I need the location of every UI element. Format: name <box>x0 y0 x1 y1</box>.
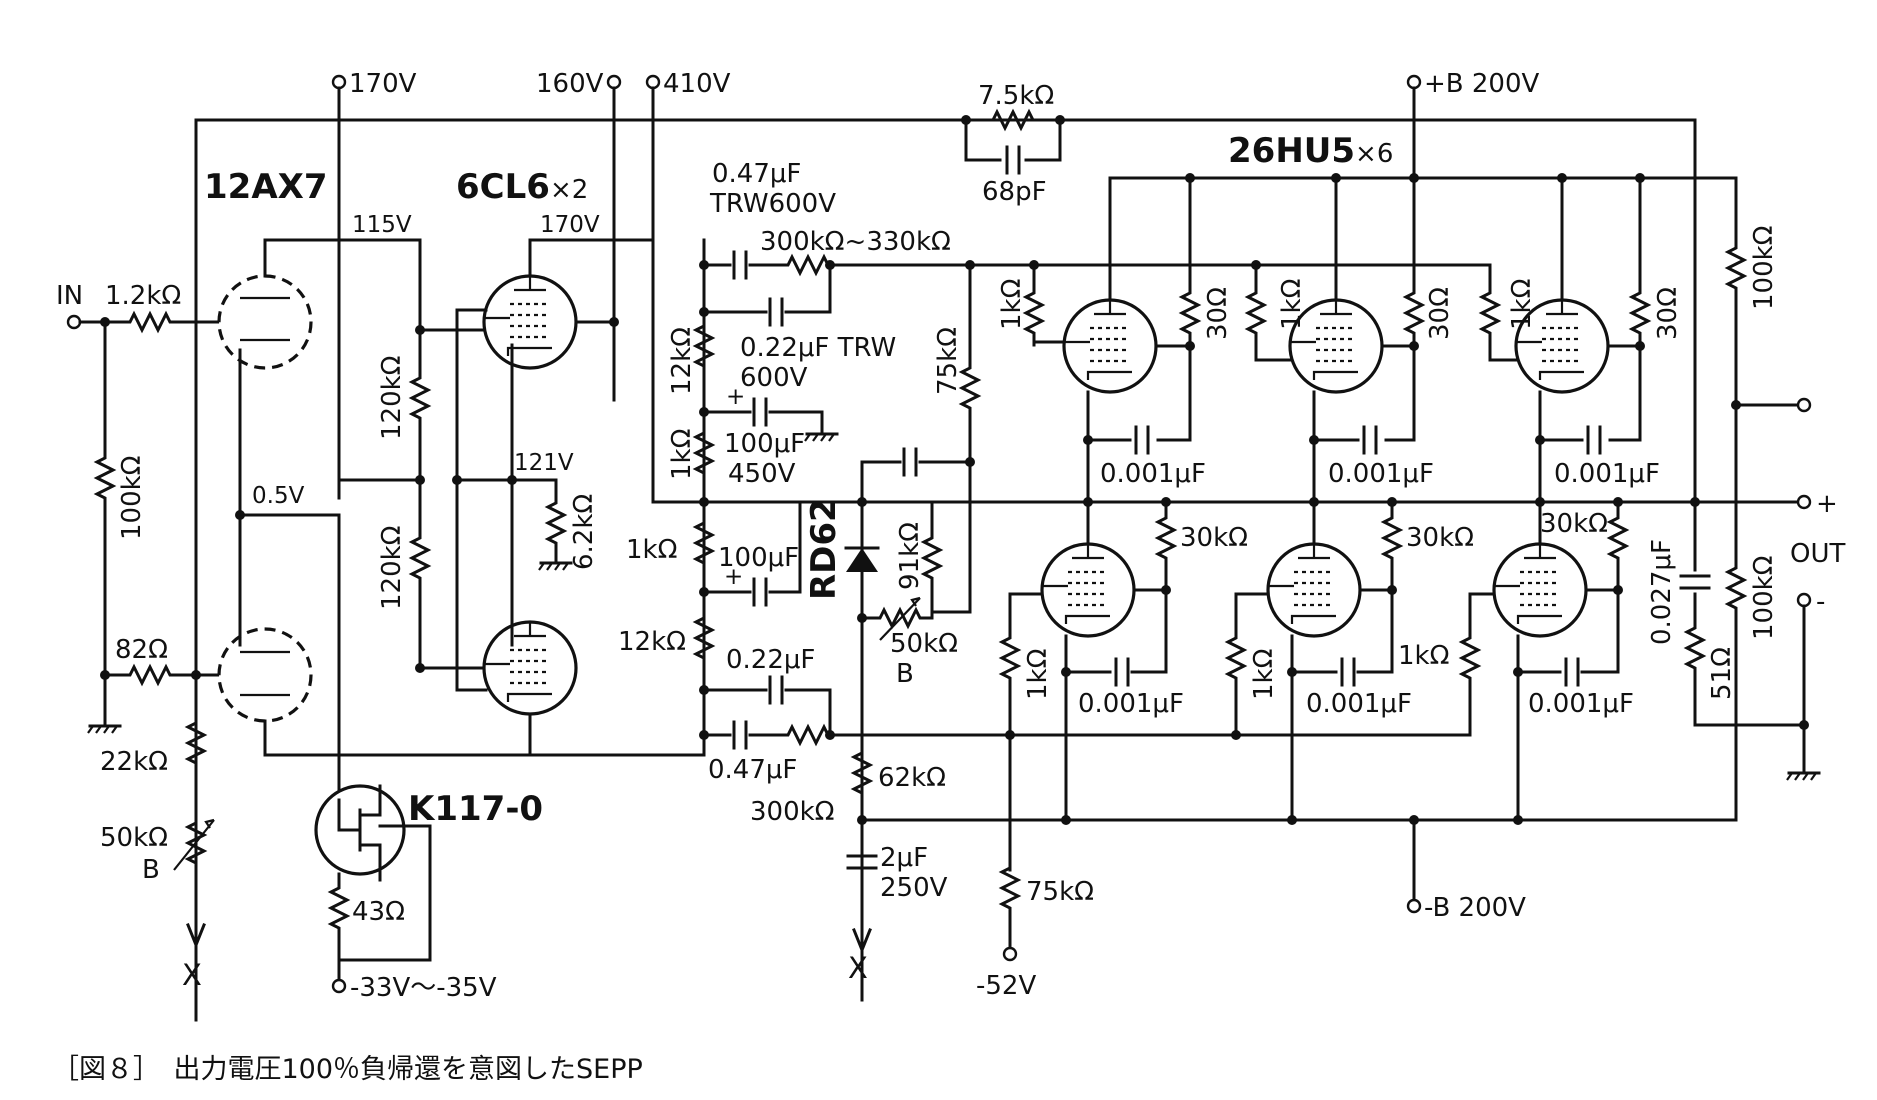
r-1k-a-label: 1kΩ <box>667 429 697 480</box>
r-300-330k-label: 300kΩ~330kΩ <box>760 227 951 257</box>
r-30-2-label: 30Ω <box>1425 287 1455 340</box>
r-1k2-label: 1.2kΩ <box>105 281 181 311</box>
in-label: IN <box>56 281 83 311</box>
v-250-label: 250V <box>880 873 948 903</box>
r-300k-label: 300kΩ <box>750 797 835 827</box>
v-115-label: 115V <box>352 212 412 238</box>
neg52-label: -52V <box>976 971 1036 1001</box>
out-label: OUT <box>1790 539 1845 569</box>
supply-410v-label: 410V <box>663 69 731 99</box>
v-450-label: 450V <box>728 459 796 489</box>
tube-12ax7-label: 12AX7 <box>204 167 328 207</box>
c-001-u2-label: 0.001μF <box>1328 459 1434 489</box>
zener-bias: RD62 75kΩ 91kΩ 50kΩ B 62kΩ 2μF 250V X <box>804 260 980 1002</box>
trw600-1-label: TRW600V <box>709 189 836 219</box>
r-51-label: 51Ω <box>1707 647 1737 700</box>
fet-label: K117-0 <box>408 789 543 829</box>
supply-b-minus-label: -B 200V <box>1424 893 1526 923</box>
r-43-label: 43Ω <box>352 897 405 927</box>
supply-170v-label: 170V <box>349 69 417 99</box>
b-2-label: B <box>896 659 914 689</box>
r-6k2-label: 6.2kΩ <box>569 494 599 570</box>
r-30-3-label: 30Ω <box>1653 287 1683 340</box>
r-100k-in-label: 100kΩ <box>117 455 147 540</box>
r-82-label: 82Ω <box>115 635 168 665</box>
r-62k-label: 62kΩ <box>878 763 946 793</box>
r-1k-b-label: 1kΩ <box>626 535 677 565</box>
c-68p-label: 68pF <box>982 177 1047 207</box>
tube-6cl6: 6CL6×2 170V 121V 6.2kΩ <box>452 167 706 757</box>
r-1k-g1-label: 1kΩ <box>997 279 1027 330</box>
r-12k-2-label: 12kΩ <box>618 627 686 657</box>
x-1-label: X <box>182 958 202 992</box>
tube-26hu5-label: 26HU5×6 <box>1228 131 1393 171</box>
c-047-1-label: 0.47μF <box>712 159 801 189</box>
r-1k-l1-label: 1kΩ <box>1023 649 1053 700</box>
svg-text:+: + <box>724 564 743 590</box>
r-1k-g2-label: 1kΩ <box>1277 279 1307 330</box>
figure-caption: ［図８］ 出力電圧100％負帰還を意図したSEPP <box>52 1054 643 1085</box>
output-stage: 26HU5×6 1kΩ 30Ω 1kΩ 30Ω 1kΩ 30Ω 0.001μF … <box>860 131 1845 1001</box>
r-75k-2-label: 75kΩ <box>1026 877 1094 907</box>
b-1-label: B <box>142 855 160 885</box>
r-100k-top-label: 100kΩ <box>1749 225 1779 310</box>
c-001-l3-label: 0.001μF <box>1528 689 1634 719</box>
r-1k-g3-label: 1kΩ <box>1507 279 1537 330</box>
c-100u-1-label: 100μF <box>724 429 805 459</box>
supply-170v: 170V <box>331 69 417 500</box>
fet-k117: K117-0 43Ω -33V～-35V <box>314 784 543 1003</box>
c-001-l1-label: 0.001μF <box>1078 689 1184 719</box>
x-2-label: X <box>848 951 868 985</box>
supply-b-plus-label: +B 200V <box>1424 69 1540 99</box>
c-2u-label: 2μF <box>880 843 928 873</box>
zener-label: RD62 <box>804 498 844 600</box>
r-30-1-label: 30Ω <box>1203 287 1233 340</box>
c-0027-label: 0.027μF <box>1647 539 1677 645</box>
c-022-1-label: 0.22μF TRW <box>740 333 896 363</box>
r-12k-1-label: 12kΩ <box>667 327 697 395</box>
r-50kb-1-label: 50kΩ <box>100 823 168 853</box>
r-1k-l2-label: 1kΩ <box>1249 649 1279 700</box>
out-minus-label: - <box>1816 587 1825 617</box>
supply-b-plus: +B 200V <box>1406 69 1540 180</box>
neg-bias-label: -33V～-35V <box>350 973 497 1003</box>
c-100u-2-label: 100μF <box>718 543 799 573</box>
c-001-u3-label: 0.001μF <box>1554 459 1660 489</box>
grid-divider: 120kΩ 120kΩ <box>337 238 485 673</box>
svg-text:+: + <box>726 384 745 410</box>
tube-12ax7: 12AX7 0.5V <box>204 167 706 802</box>
v-170-label: 170V <box>540 212 600 238</box>
r-30k-1-label: 30kΩ <box>1180 523 1248 553</box>
c-047-2-label: 0.47μF <box>708 755 797 785</box>
c-001-u1-label: 0.001μF <box>1100 459 1206 489</box>
v-600-label: 600V <box>740 363 808 393</box>
r-50kb-2-label: 50kΩ <box>890 629 958 659</box>
tube-6cl6-label: 6CL6×2 <box>456 167 588 207</box>
c-001-l2-label: 0.001μF <box>1306 689 1412 719</box>
r-7k5-label: 7.5kΩ <box>978 81 1054 111</box>
r-91k-label: 91kΩ <box>895 522 925 590</box>
r-1k-l3-label: 1kΩ <box>1398 641 1449 671</box>
r-22k-label: 22kΩ <box>100 747 168 777</box>
v-0-5-label: 0.5V <box>252 483 305 509</box>
supply-160v-label: 160V <box>536 69 604 99</box>
r-120k-1-label: 120kΩ <box>377 355 407 440</box>
out-plus-label: + <box>1816 489 1838 519</box>
c-022-2-label: 0.22μF <box>726 645 815 675</box>
r-120k-2-label: 120kΩ <box>377 525 407 610</box>
coupling-network: 0.47μF TRW600V 300kΩ~330kΩ 0.22μF TRW 60… <box>618 159 1697 827</box>
supply-160v: 160V <box>536 69 622 324</box>
supply-410v: 410V <box>645 69 731 504</box>
input-section: IN 1.2kΩ 100kΩ 82Ω 22kΩ 50kΩ B X <box>56 281 226 992</box>
feedback-network: 7.5kΩ 68pF <box>961 81 1065 207</box>
r-30k-2-label: 30kΩ <box>1406 523 1474 553</box>
r-75k-1-label: 75kΩ <box>933 327 963 395</box>
r-30k-3-label: 30kΩ <box>1540 509 1608 539</box>
v-121-label: 121V <box>514 450 574 476</box>
r-100k-bot-label: 100kΩ <box>1749 555 1779 640</box>
